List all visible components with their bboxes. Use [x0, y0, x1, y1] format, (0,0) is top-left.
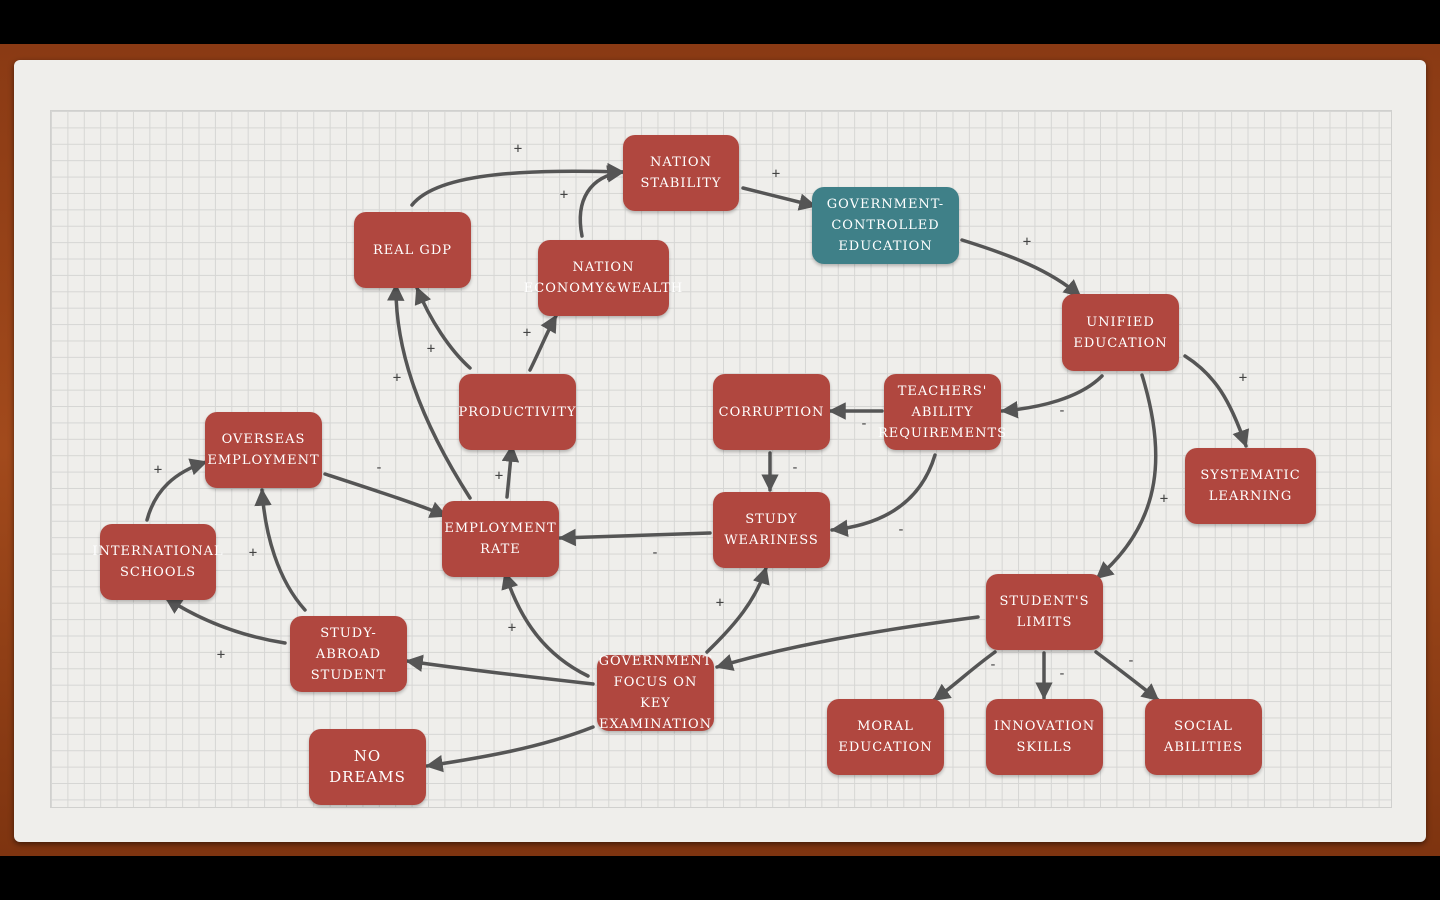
sign-stability-govcontrolled: +: [771, 166, 781, 182]
edge-unified-studentslimits: [1095, 373, 1158, 580]
edge-nationstability-govcontrolled: [741, 186, 817, 211]
sign-unified-systematic: +: [1238, 370, 1248, 386]
edge-focus-studyabroad: [405, 654, 595, 686]
edge-govcontrolled-unified: [960, 238, 1082, 298]
edge-unified-teachers: [1000, 374, 1104, 419]
node-students-limits: STUDENT'S LIMITS: [986, 574, 1103, 650]
node-social-abilities: SOCIAL ABILITIES: [1145, 699, 1262, 775]
sign-focus-employment: +: [507, 620, 517, 636]
sign-studyabroad-intl: +: [216, 647, 226, 663]
sign-realgdp-stability: +: [513, 141, 523, 157]
sign-weariness-employment: -: [650, 545, 660, 561]
edge-weariness-employment: [558, 528, 712, 547]
sign-unified-teachers: -: [1057, 403, 1067, 419]
node-no-dreams: NO DREAMS: [309, 729, 426, 805]
edge-productivity-economy: [528, 314, 558, 372]
sign-productivity-economy: +: [522, 325, 532, 341]
edge-studyabroad-intl: [164, 596, 287, 645]
edge-focus-weariness: [705, 566, 770, 654]
edge-employment-realgdp: [387, 283, 472, 500]
edge-studentslimits-focus: [715, 615, 980, 671]
edge-teachers-weariness: [830, 453, 937, 538]
node-government-controlled-education: GOVERNMENT- CONTROLLED EDUCATION: [812, 187, 959, 264]
sign-studentslimits-moral: -: [988, 657, 998, 673]
edge-studentslimits-social: [1094, 650, 1160, 702]
edge-studyabroad-overseas: [254, 488, 307, 612]
sign-focus-weariness: +: [715, 595, 725, 611]
node-employment-rate: EMPLOYMENT RATE: [442, 501, 559, 577]
edge-employment-productivity: [501, 444, 520, 499]
node-study-abroad-student: STUDY-ABROAD STUDENT: [290, 616, 407, 692]
sign-unified-studentslimits: +: [1159, 491, 1169, 507]
node-international-schools: INTERNATIONAL SCHOOLS: [92, 524, 223, 600]
node-unified-education: UNIFIED EDUCATION: [1062, 294, 1179, 371]
sign-productivity-realgdp: +: [426, 341, 436, 357]
sign-employment-realgdp: +: [392, 370, 402, 386]
sign-studentslimits-social: -: [1126, 653, 1136, 669]
sign-employment-productivity: +: [494, 468, 504, 484]
sign-overseas-employment: -: [374, 460, 384, 476]
sign-teachers-corruption: -: [859, 416, 869, 432]
sign-economy-stability: +: [559, 187, 569, 203]
node-nation-economy-wealth: NATION ECONOMY&WEALTH: [524, 240, 682, 316]
sign-corruption-weariness: -: [790, 460, 800, 476]
edge-focus-employment: [501, 571, 590, 678]
edge-overseas-employment: [323, 472, 448, 518]
node-productivity: PRODUCTIVITY: [458, 374, 576, 450]
node-real-gdp: REAL GDP: [354, 212, 471, 288]
edge-economy-nationstability: [578, 165, 625, 238]
node-systematic-learning: SYSTEMATIC LEARNING: [1185, 448, 1316, 524]
node-nation-stability: NATION STABILITY: [623, 135, 739, 211]
edge-unified-systematic: [1183, 354, 1250, 448]
edge-focus-nodreams: [425, 725, 595, 773]
node-overseas-employment: OVERSEAS EMPLOYMENT: [205, 412, 322, 488]
edge-intl-overseas: [145, 458, 208, 522]
sign-govcontrolled-unified: +: [1022, 234, 1032, 250]
edge-realgdp-nationstability: [410, 162, 625, 207]
sign-studentslimits-innovation: -: [1057, 666, 1067, 682]
node-government-focus-key-examination: GOVERNMENT FOCUS ON KEY EXAMINATION: [597, 654, 714, 732]
node-innovation-skills: INNOVATION SKILLS: [986, 699, 1103, 775]
sign-teachers-weariness: -: [896, 522, 906, 538]
edge-productivity-realgdp: [414, 286, 472, 370]
sign-intl-overseas: +: [153, 462, 163, 478]
node-teachers-ability-requirements: TEACHERS' ABILITY REQUIREMENTS: [878, 374, 1006, 450]
sign-studyabroad-overseas: +: [248, 545, 258, 561]
node-study-weariness: STUDY WEARINESS: [713, 492, 830, 568]
node-moral-education: MORAL EDUCATION: [827, 699, 944, 775]
edge-studentslimits-moral: [932, 650, 997, 702]
node-corruption: CORRUPTION: [713, 374, 830, 450]
